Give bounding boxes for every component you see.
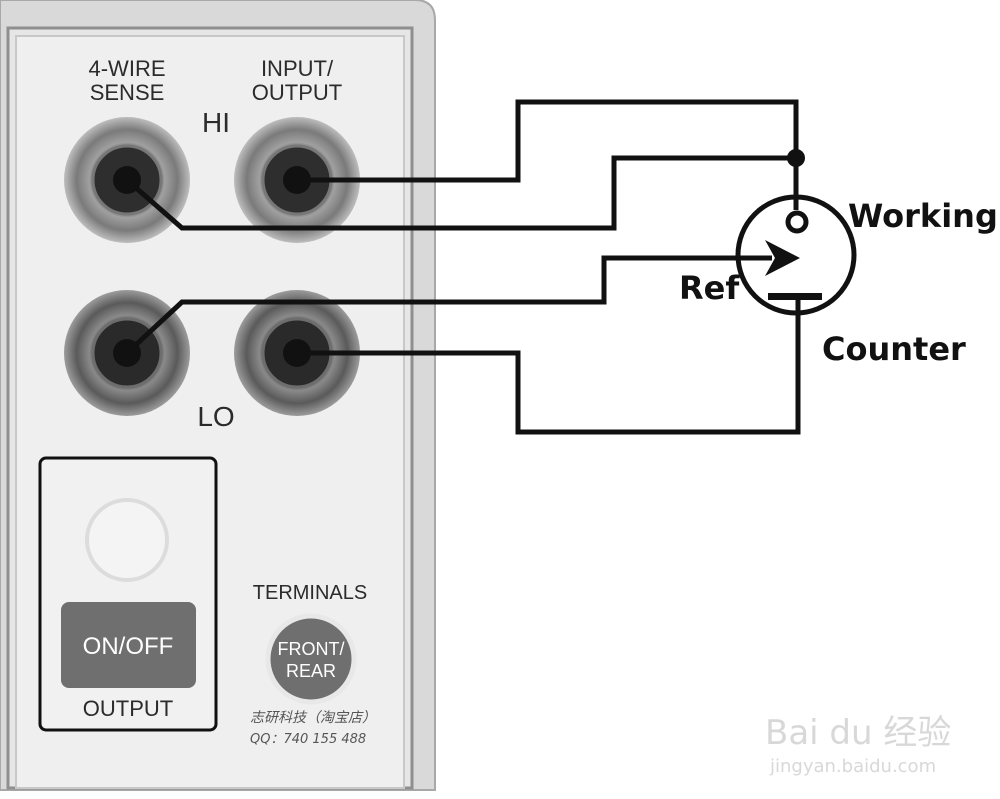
working-label: Working <box>848 197 998 235</box>
electrochemical-cell <box>735 194 857 316</box>
front-rear-button[interactable]: FRONT/ REAR <box>265 613 357 705</box>
output-label: OUTPUT <box>83 696 173 721</box>
front-rear-label-line1: FRONT/ <box>278 639 345 659</box>
wire-sense-lo <box>125 255 772 355</box>
reference-arrow <box>765 240 800 276</box>
lo-label: LO <box>197 401 234 432</box>
wire-io-hi <box>297 99 799 183</box>
wire-io-lo <box>297 298 801 435</box>
on-off-label: ON/OFF <box>83 633 174 660</box>
output-indicator-lamp <box>85 498 169 582</box>
ref-label: Ref <box>679 269 740 307</box>
sense-label-line2: SENSE <box>90 80 165 105</box>
sense-label-line1: 4-WIRE <box>89 56 166 81</box>
baidu-url-text: jingyan.baidu.com <box>769 756 936 777</box>
baidu-watermark: Bai du 经验 jingyan.baidu.com <box>765 713 951 777</box>
wires <box>125 99 801 435</box>
baidu-logo-text: Bai du 经验 <box>765 713 951 753</box>
counter-electrode-plate <box>768 293 822 300</box>
junction-dot <box>787 149 805 167</box>
io-label-line2: OUTPUT <box>252 80 342 105</box>
qq-watermark: QQ：740 155 488 <box>250 732 366 747</box>
on-off-button[interactable]: ON/OFF <box>61 602 196 688</box>
counter-label: Counter <box>822 330 966 368</box>
output-block <box>38 456 218 732</box>
io-label-line1: INPUT/ <box>261 56 334 81</box>
working-electrode-terminal <box>785 210 809 234</box>
shop-watermark: 志研科技（淘宝店） <box>250 710 376 726</box>
wire-sense-hi <box>125 155 796 231</box>
hi-label: HI <box>202 107 230 138</box>
front-rear-label-line2: REAR <box>286 661 336 681</box>
terminals-label: TERMINALS <box>253 582 367 604</box>
